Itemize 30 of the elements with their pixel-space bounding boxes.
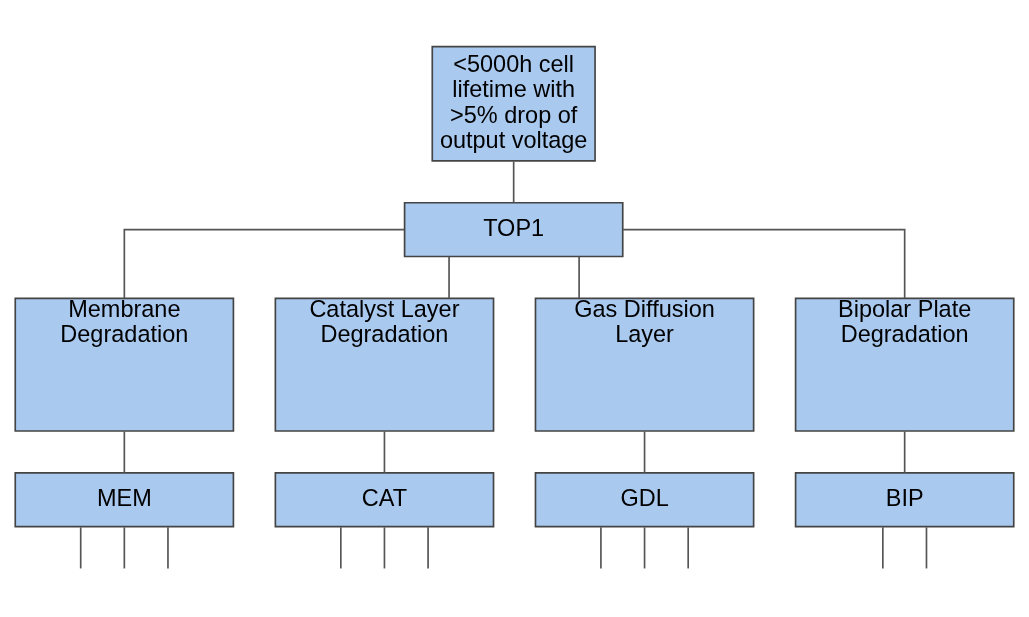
connector bbox=[339, 526, 342, 570]
node-box: <5000h cell lifetime with >5% drop of output voltage bbox=[431, 45, 596, 162]
connector bbox=[512, 160, 515, 204]
node-box: TOP1 bbox=[403, 201, 624, 258]
connector bbox=[167, 526, 169, 570]
connector bbox=[903, 430, 906, 474]
connector bbox=[383, 430, 386, 474]
node-box: GDL bbox=[534, 472, 755, 528]
connector bbox=[643, 526, 646, 570]
connector bbox=[643, 430, 646, 474]
node-box: Catalyst Layer Degradation bbox=[274, 297, 495, 432]
connector bbox=[448, 256, 450, 300]
node-box: MEM bbox=[14, 472, 235, 528]
connector bbox=[79, 526, 82, 570]
connector bbox=[123, 228, 405, 299]
node-box: Bipolar Plate Degradation bbox=[794, 297, 1015, 432]
node-box: BIP bbox=[794, 472, 1015, 528]
connector bbox=[925, 526, 928, 570]
connector bbox=[427, 526, 429, 570]
connector bbox=[123, 526, 126, 570]
connector bbox=[622, 228, 906, 299]
node-box: CAT bbox=[274, 472, 495, 528]
connector bbox=[578, 256, 580, 300]
connector bbox=[383, 526, 386, 570]
connector bbox=[123, 430, 126, 474]
connector bbox=[882, 526, 884, 570]
node-box: Membrane Degradation bbox=[14, 297, 235, 432]
connector bbox=[600, 526, 602, 570]
node-box: Gas Diffusion Layer bbox=[534, 297, 755, 432]
connector bbox=[687, 526, 690, 570]
